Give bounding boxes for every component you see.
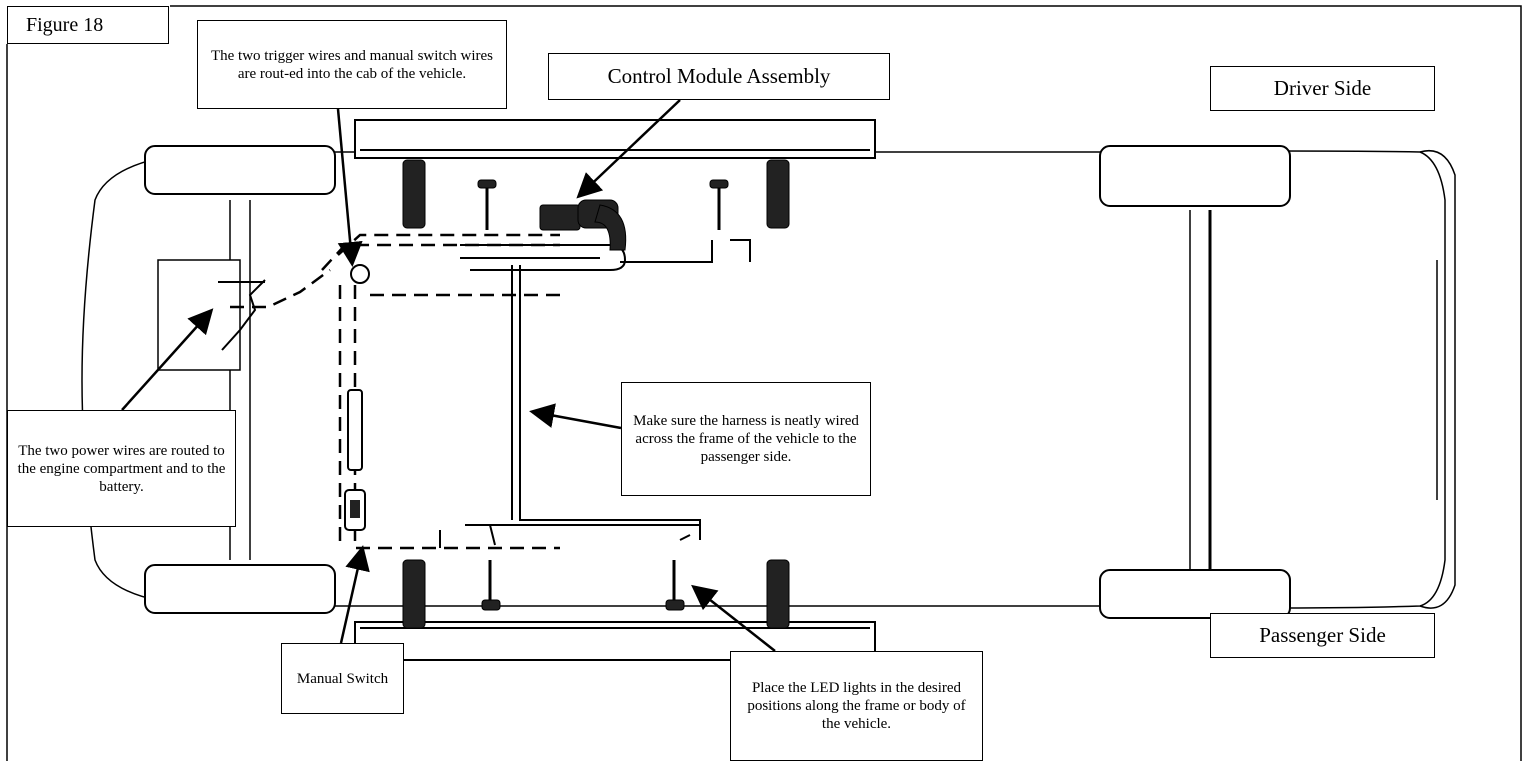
led-lights-callout: Place the LED lights in the desired posi… bbox=[730, 651, 983, 761]
front-left-wheel bbox=[144, 145, 336, 195]
battery-box bbox=[157, 259, 241, 371]
power-wires-callout: The two power wires are routed to the en… bbox=[7, 410, 236, 527]
control-module-callout: Control Module Assembly bbox=[548, 53, 890, 100]
rear-bumper bbox=[1419, 150, 1456, 609]
manual-switch-callout: Manual Switch bbox=[281, 643, 404, 714]
trigger-wires-callout: The two trigger wires and manual switch … bbox=[197, 20, 507, 109]
rear-right-wheel bbox=[1099, 569, 1291, 619]
arrow-manual-switch bbox=[339, 545, 370, 644]
driver-side-label: Driver Side bbox=[1210, 66, 1435, 111]
passenger-side-label: Passenger Side bbox=[1210, 613, 1435, 658]
inline-fuse bbox=[347, 389, 363, 471]
cab-junction bbox=[350, 264, 370, 284]
vehicle-body-outline bbox=[81, 150, 1446, 609]
arrow-led bbox=[691, 584, 776, 652]
cab-wiring-dashed bbox=[230, 233, 560, 550]
arrow-power bbox=[121, 308, 214, 411]
harness-callout: Make sure the harness is neatly wired ac… bbox=[621, 382, 871, 496]
front-right-wheel bbox=[144, 564, 336, 614]
passenger-brackets bbox=[402, 559, 790, 629]
figure-label: Figure 18 bbox=[7, 6, 169, 44]
driver-brackets bbox=[402, 159, 790, 230]
rear-left-wheel bbox=[1099, 145, 1291, 207]
control-module bbox=[539, 199, 627, 251]
arrow-harness bbox=[529, 403, 622, 430]
driver-running-board bbox=[354, 119, 876, 159]
figure-frame bbox=[6, 5, 1522, 761]
arrow-trigger bbox=[336, 108, 363, 267]
arrow-control-module bbox=[576, 99, 681, 199]
